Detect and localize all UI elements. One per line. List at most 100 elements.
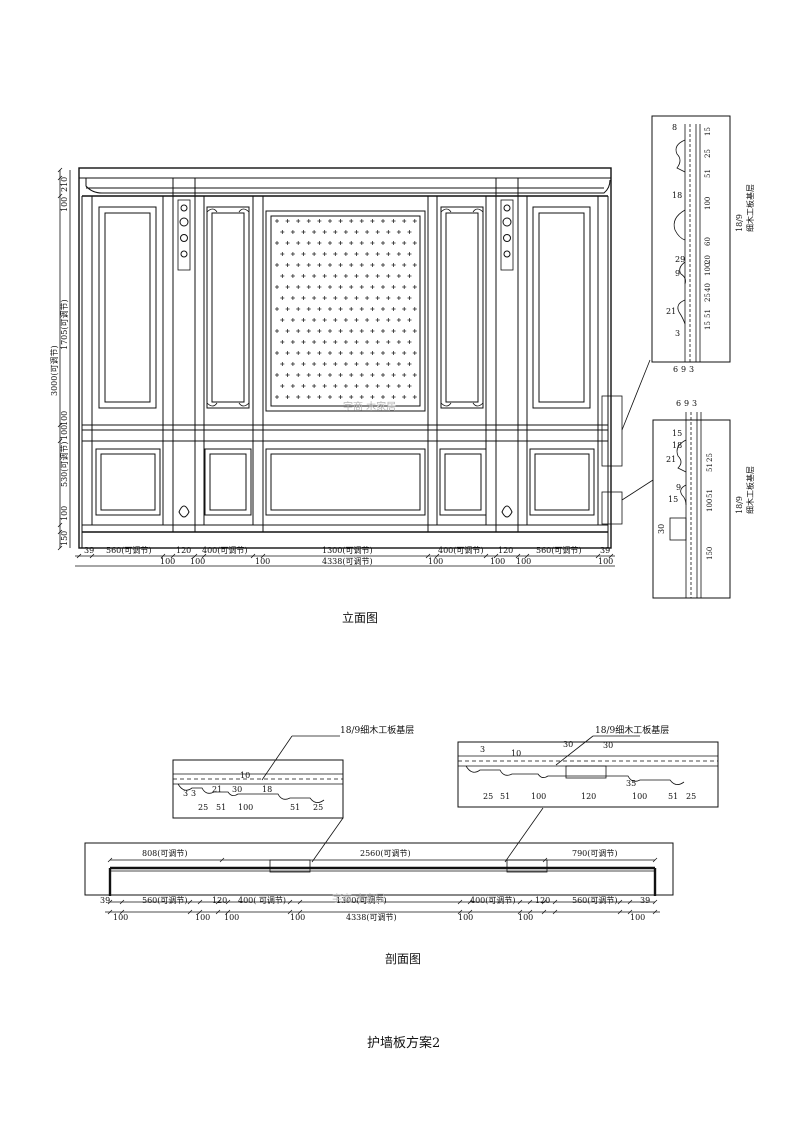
dimension-tick xyxy=(170,553,176,559)
section-mid-dim: 560(可调节) xyxy=(572,896,618,905)
section-mid-dim: 400(可调节) xyxy=(470,896,516,905)
elevation-left-dim: 1705(可调节) xyxy=(60,299,69,350)
pilaster-carving-left xyxy=(177,199,191,518)
dimension-tick xyxy=(57,522,63,528)
detail-bottom-dim: 21 xyxy=(666,455,676,464)
section-top-dim: 808(可调节) xyxy=(142,849,188,858)
elevation-bottom-dim: 100 xyxy=(516,557,531,566)
pilaster-carving-right xyxy=(500,199,514,518)
section-mid-dim: 1300(可调节) xyxy=(336,896,387,905)
dimension-tick xyxy=(483,553,489,559)
section-top-dim: 2560(可调节) xyxy=(360,849,411,858)
dimension-tick xyxy=(57,167,63,173)
section-right-dim: 10 xyxy=(511,749,521,758)
detail-top-dim: 60 xyxy=(704,237,712,246)
dimension-tick xyxy=(215,909,221,915)
section-bottom-dim: 100 xyxy=(518,913,533,922)
detail-top-note-b: 细木工板基层 xyxy=(745,184,755,232)
section-bottom-dim: 100 xyxy=(195,913,210,922)
dimension-tick xyxy=(524,553,530,559)
detail-bottom-dim: 51 xyxy=(706,489,714,498)
dimension-tick xyxy=(160,553,166,559)
dimension-tick xyxy=(187,899,193,905)
elevation-left-dim: 100 xyxy=(60,197,69,212)
elevation-left-dim: 210 xyxy=(60,177,69,192)
elevation-bottom-dim: 39 xyxy=(600,546,610,555)
detail-top-dim: 21 xyxy=(666,307,676,316)
dimension-tick xyxy=(225,909,231,915)
dimension-tick xyxy=(197,899,203,905)
dimension-tick xyxy=(57,545,63,551)
detail-bottom-dim: 9 xyxy=(684,399,689,408)
dimension-tick xyxy=(201,553,207,559)
detail-bottom-dim: 18 xyxy=(672,441,682,450)
elevation-bottom-dim: 120 xyxy=(498,546,513,555)
section-left-dim: 18 xyxy=(262,785,272,794)
dimension-tick xyxy=(552,909,558,915)
dimension-tick xyxy=(467,909,473,915)
sheet-title: 护墙板方案2 xyxy=(367,1035,440,1051)
section-right-dim: 25 xyxy=(686,792,696,801)
dimension-tick xyxy=(627,899,633,905)
section-left-dim: 51 xyxy=(290,803,300,812)
detail-top-dim: 9 xyxy=(675,269,680,278)
dimension-tick xyxy=(517,909,523,915)
elevation-left-dim: 530(可调节) xyxy=(60,441,69,487)
detail-bottom-dim: 6 xyxy=(676,399,681,408)
section-mid-dim: 560(可调节) xyxy=(142,896,188,905)
detail-bottom-dim: 100 xyxy=(706,499,714,512)
elevation-bottom-dim: 560(可调节) xyxy=(106,546,152,555)
dimension-tick xyxy=(287,909,293,915)
detail-bottom-dim: 30 xyxy=(657,524,666,534)
section-left-dim: 30 xyxy=(232,785,242,794)
section-left-dim: 3 xyxy=(191,789,196,798)
detail-top-dim: 18 xyxy=(672,191,682,200)
section-left-dim: 25 xyxy=(198,803,208,812)
panel-corner-ornaments xyxy=(206,208,484,407)
dimension-tick xyxy=(434,553,440,559)
dimension-tick xyxy=(527,909,533,915)
dimension-tick xyxy=(119,899,125,905)
section-mid-dim: 120 xyxy=(535,896,550,905)
upper-panel-1 xyxy=(98,206,157,409)
section-right-dim: 120 xyxy=(581,792,596,801)
detail-top-dim: 29 xyxy=(675,255,685,264)
dimension-tick xyxy=(517,899,523,905)
detail-top-dim: 25 xyxy=(704,149,712,158)
section-mid-dim: 120 xyxy=(212,896,227,905)
lower-panels xyxy=(95,448,595,516)
dimension-tick xyxy=(89,553,95,559)
dimension-tick xyxy=(527,899,533,905)
center-upper-panel xyxy=(265,210,426,412)
dimension-tick xyxy=(219,857,225,863)
elevation-bottom-dim: 1300(可调节) xyxy=(322,546,373,555)
section-left-dim: 3 xyxy=(183,789,188,798)
elevation-bottom-dim: 100 xyxy=(598,557,613,566)
section-left-dim: 21 xyxy=(212,785,222,794)
elevation-bottom-dim: 100 xyxy=(190,557,205,566)
dimension-tick xyxy=(57,438,63,444)
detail-bottom-dim: 3 xyxy=(692,399,697,408)
elevation-bottom-dim: 120 xyxy=(176,546,191,555)
dimension-tick xyxy=(541,899,547,905)
dimension-tick xyxy=(652,857,658,863)
elevation-bottom-dim: 100 xyxy=(160,557,175,566)
dimension-tick xyxy=(260,553,266,559)
dimension-tick xyxy=(215,899,221,905)
dimension-tick xyxy=(57,175,63,181)
elevation-drawing xyxy=(59,167,654,567)
detail-top-dim: 6 xyxy=(673,365,678,374)
dimension-tick xyxy=(617,899,623,905)
dimension-tick xyxy=(107,899,113,905)
dimension-tick xyxy=(652,899,658,905)
detail-bottom-dim: 9 xyxy=(676,483,681,492)
upper-panel-2 xyxy=(206,206,250,409)
section-bottom-dim: 100 xyxy=(630,913,645,922)
